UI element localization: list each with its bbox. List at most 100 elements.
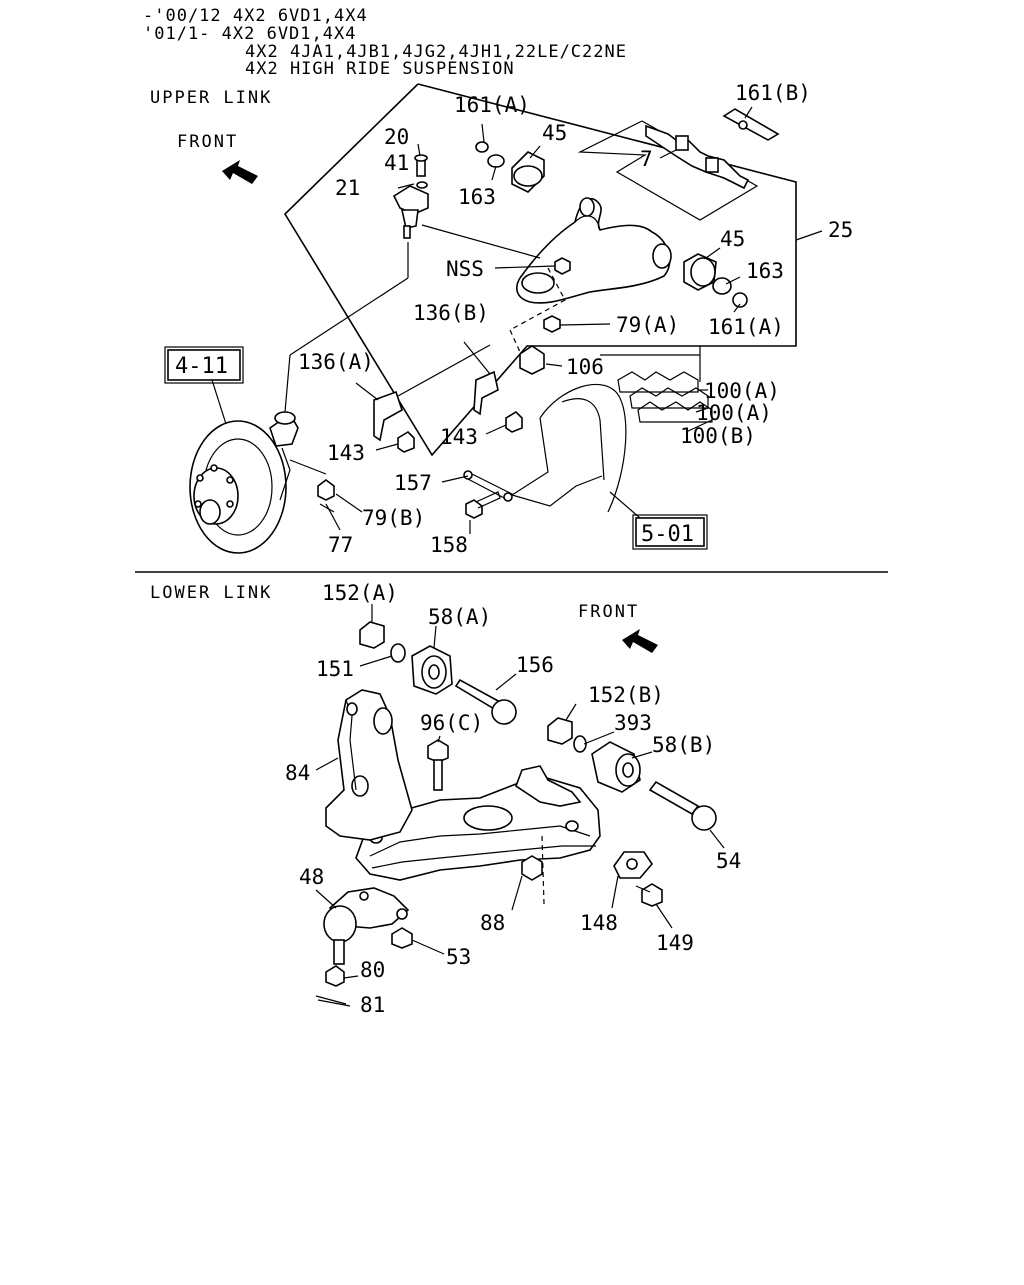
link-line-21-arm	[421, 224, 541, 259]
leader-100a-2	[695, 407, 709, 413]
leader-5-01	[609, 491, 641, 519]
label-20: 20	[384, 125, 409, 149]
label-45-right: 45	[720, 227, 745, 251]
label-96c: 96(C)	[420, 711, 483, 735]
dash-88	[541, 835, 545, 905]
header-line-2: '01/1- 4X2 6VD1,4X4	[143, 24, 356, 44]
shaft-7	[645, 124, 750, 190]
label-54: 54	[716, 849, 741, 873]
brackets-100	[617, 371, 713, 423]
ref-4-11-label: 4-11	[175, 354, 228, 379]
bolt-96c	[427, 739, 449, 791]
leader-163-right	[725, 276, 741, 285]
nut-79b	[317, 479, 363, 513]
bushing-45-top	[475, 141, 545, 193]
leader-20	[417, 143, 421, 157]
label-151: 151	[316, 657, 354, 681]
label-143-right: 143	[440, 425, 478, 449]
nut-88	[521, 855, 543, 881]
label-152a: 152(A)	[322, 581, 398, 605]
leader-84	[315, 757, 339, 771]
upper-control-arm	[516, 197, 672, 304]
label-136a: 136(A)	[298, 350, 374, 374]
leader-48	[315, 889, 337, 909]
shaft-bracket-outline	[577, 120, 759, 221]
label-79b: 79(B)	[362, 506, 425, 530]
label-163-right: 163	[746, 259, 784, 283]
lower-control-arm	[355, 765, 601, 881]
lower-link-title: LOWER LINK	[150, 583, 272, 603]
leader-161a-top	[481, 123, 485, 143]
leader-58b	[631, 751, 653, 759]
link-line-knuckle-2	[284, 354, 291, 413]
label-136b: 136(B)	[413, 301, 489, 325]
label-88: 88	[480, 911, 505, 935]
label-21: 21	[335, 176, 360, 200]
applicability-header: -'00/12 4X2 6VD1,4X4 '01/1- 4X2 6VD1,4X4…	[143, 6, 627, 79]
label-25: 25	[828, 218, 853, 242]
knuckle-hub	[189, 411, 299, 554]
label-163-top: 163	[458, 185, 496, 209]
label-148: 148	[580, 911, 618, 935]
bump-stop-106	[519, 345, 545, 375]
leader-163-top	[491, 165, 497, 181]
leader-148	[611, 875, 619, 909]
label-156: 156	[516, 653, 554, 677]
leader-nss	[494, 265, 556, 269]
upper-front-label: FRONT	[177, 132, 238, 152]
leader-156	[495, 673, 517, 691]
label-100a-1: 100(A)	[704, 379, 780, 403]
leader-161a-right	[733, 303, 741, 313]
bolt-54	[648, 780, 717, 831]
label-7: 7	[640, 147, 653, 171]
label-58b: 58(B)	[652, 733, 715, 757]
leader-149	[655, 903, 673, 929]
bolts-143	[375, 410, 523, 453]
ref-5-01-label: 5-01	[641, 522, 694, 547]
leader-7	[659, 149, 677, 159]
front-arrow-icon	[222, 160, 258, 184]
cotter-pin-81	[315, 995, 351, 1007]
leader-96c	[437, 735, 441, 743]
ref-box-4-11[interactable]: 4-11	[164, 346, 244, 384]
bolt-158	[465, 491, 501, 519]
bolt-156	[454, 678, 517, 725]
label-nss: NSS	[446, 257, 484, 281]
lower-front-label: FRONT	[578, 602, 639, 622]
leader-21	[397, 183, 415, 189]
label-158: 158	[430, 533, 468, 557]
nut-80	[325, 965, 345, 987]
bushing-58b	[547, 717, 641, 793]
label-84: 84	[285, 761, 310, 785]
label-393: 393	[614, 711, 652, 735]
leader-393	[583, 731, 615, 745]
bushing-58a	[359, 621, 453, 695]
leader-151	[359, 655, 393, 667]
bumpstop-dash	[509, 267, 566, 353]
label-45-top: 45	[542, 121, 567, 145]
label-100a-2: 100(A)	[696, 401, 772, 425]
cotter-pin-77	[319, 503, 341, 531]
label-161a-right: 161(A)	[708, 315, 784, 339]
leader-53	[411, 939, 445, 955]
stopper-148	[613, 851, 654, 879]
header-line-3: 4X2 4JA1,4JB1,4JG2,4JH1,22LE/C22NE	[245, 42, 627, 62]
nut-53	[391, 927, 413, 949]
label-157: 157	[394, 471, 432, 495]
leader-161b	[744, 106, 753, 119]
ref-box-5-01[interactable]: 5-01	[632, 514, 708, 550]
upper-arm-assembly-outline	[283, 83, 797, 457]
label-48: 48	[299, 865, 324, 889]
label-77: 77	[328, 533, 353, 557]
label-143-left: 143	[327, 441, 365, 465]
leader-106	[545, 363, 563, 367]
lock-plate-161b	[722, 108, 780, 141]
leader-25	[795, 230, 823, 241]
label-100b: 100(B)	[680, 424, 756, 448]
leader-157	[441, 475, 469, 483]
header-line-1: -'00/12 4X2 6VD1,4X4	[143, 6, 368, 26]
leader-54	[709, 829, 725, 849]
label-161b: 161(B)	[735, 81, 811, 105]
bushing-45-right	[683, 253, 748, 308]
